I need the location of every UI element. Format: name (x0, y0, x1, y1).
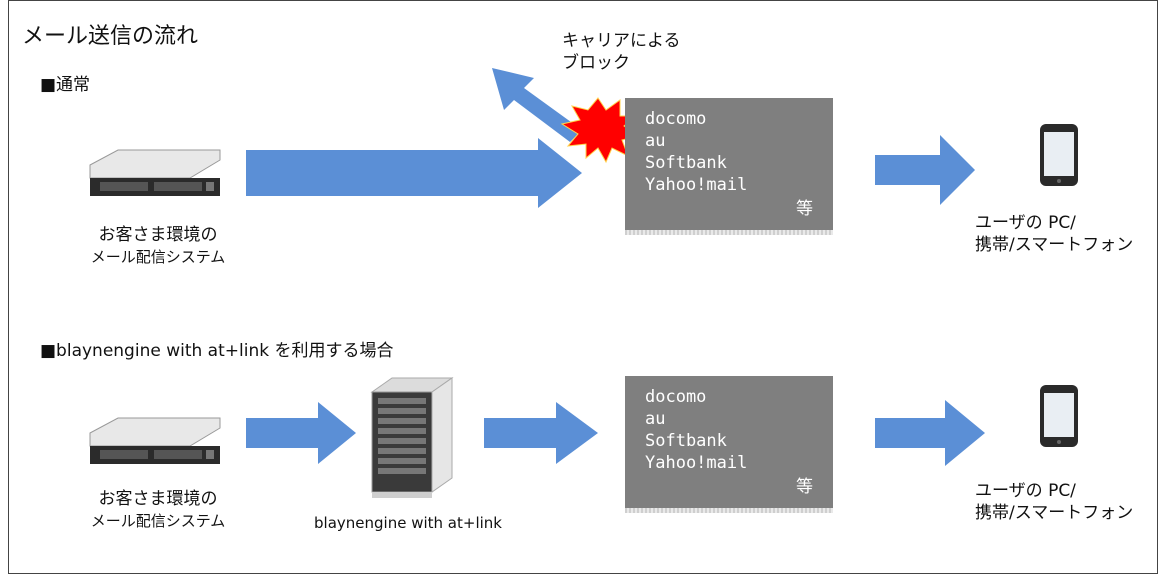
arrow-source-to-service (246, 402, 356, 464)
server-cabinet-icon (370, 377, 454, 498)
diagram-frame (8, 0, 1158, 574)
carriers-etc: 等 (796, 477, 813, 497)
source-label-line2: メール配信システム (90, 248, 226, 266)
carrier-name: Softbank (645, 431, 727, 451)
carrier-name: au (645, 131, 666, 151)
frame-top-border (8, 0, 1158, 1)
user-device-label-line1: ユーザの PC/ (975, 213, 1076, 233)
user-device-label-line2: 携帯/スマートフォン (975, 235, 1134, 255)
carriers-etc: 等 (796, 199, 813, 219)
carrier-name: docomo (645, 109, 707, 129)
carrier-name: Yahoo!mail (645, 453, 748, 473)
carrier-block-label-line1: キャリアによる (562, 31, 681, 51)
arrow-source-to-carriers (246, 138, 582, 208)
rack-server-icon (89, 417, 221, 464)
section-heading-with-service: ■blaynengine with at+link を利用する場合 (40, 341, 394, 361)
service-label: blaynengine with at+link (314, 514, 502, 532)
carrier-name: docomo (645, 387, 707, 407)
diagram-title: メール送信の流れ (22, 24, 199, 49)
user-device-label-line2: 携帯/スマートフォン (975, 503, 1134, 523)
section-heading-normal: ■通常 (40, 75, 91, 95)
carrier-name: Yahoo!mail (645, 175, 748, 195)
user-device-label: ユーザの PC/ 携帯/スマートフォン (975, 212, 1133, 256)
source-label-line1: お客さま環境の (98, 489, 218, 509)
source-label-line2: メール配信システム (90, 512, 226, 530)
carrier-block-label: キャリアによる ブロック (562, 30, 681, 74)
arrow-blocked (492, 68, 582, 142)
carrier-block-label-line2: ブロック (562, 53, 630, 73)
source-label: お客さま環境の メール配信システム (68, 224, 248, 268)
carrier-name: au (645, 409, 666, 429)
user-device-label-line1: ユーザの PC/ (975, 481, 1076, 501)
smartphone-icon (1040, 385, 1078, 447)
smartphone-icon (1040, 124, 1078, 186)
carriers-box: docomo au Softbank Yahoo!mail 等 (625, 376, 833, 513)
carrier-name: Softbank (645, 153, 727, 173)
carriers-box: docomo au Softbank Yahoo!mail 等 (625, 98, 833, 235)
source-label-line1: お客さま環境の (98, 225, 218, 245)
arrow-carriers-to-user (875, 135, 975, 205)
arrow-carriers-to-user-2 (875, 400, 985, 466)
source-label: お客さま環境の メール配信システム (68, 488, 248, 532)
rack-server-icon (89, 149, 221, 196)
arrow-service-to-carriers (484, 402, 598, 464)
user-device-label: ユーザの PC/ 携帯/スマートフォン (975, 480, 1133, 524)
